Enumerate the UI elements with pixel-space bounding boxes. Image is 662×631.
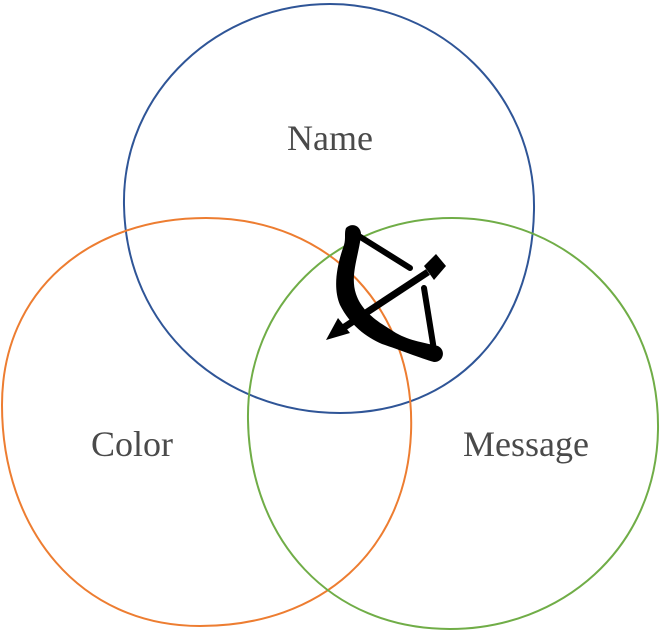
venn-label-message: Message: [463, 424, 589, 464]
venn-circle-message: [246, 216, 660, 631]
venn-circle-color: [0, 216, 413, 628]
bow-and-arrow-icon: [326, 225, 446, 362]
venn-circle-name: [122, 2, 536, 415]
venn-label-color: Color: [91, 424, 173, 464]
venn-label-name: Name: [287, 118, 373, 158]
